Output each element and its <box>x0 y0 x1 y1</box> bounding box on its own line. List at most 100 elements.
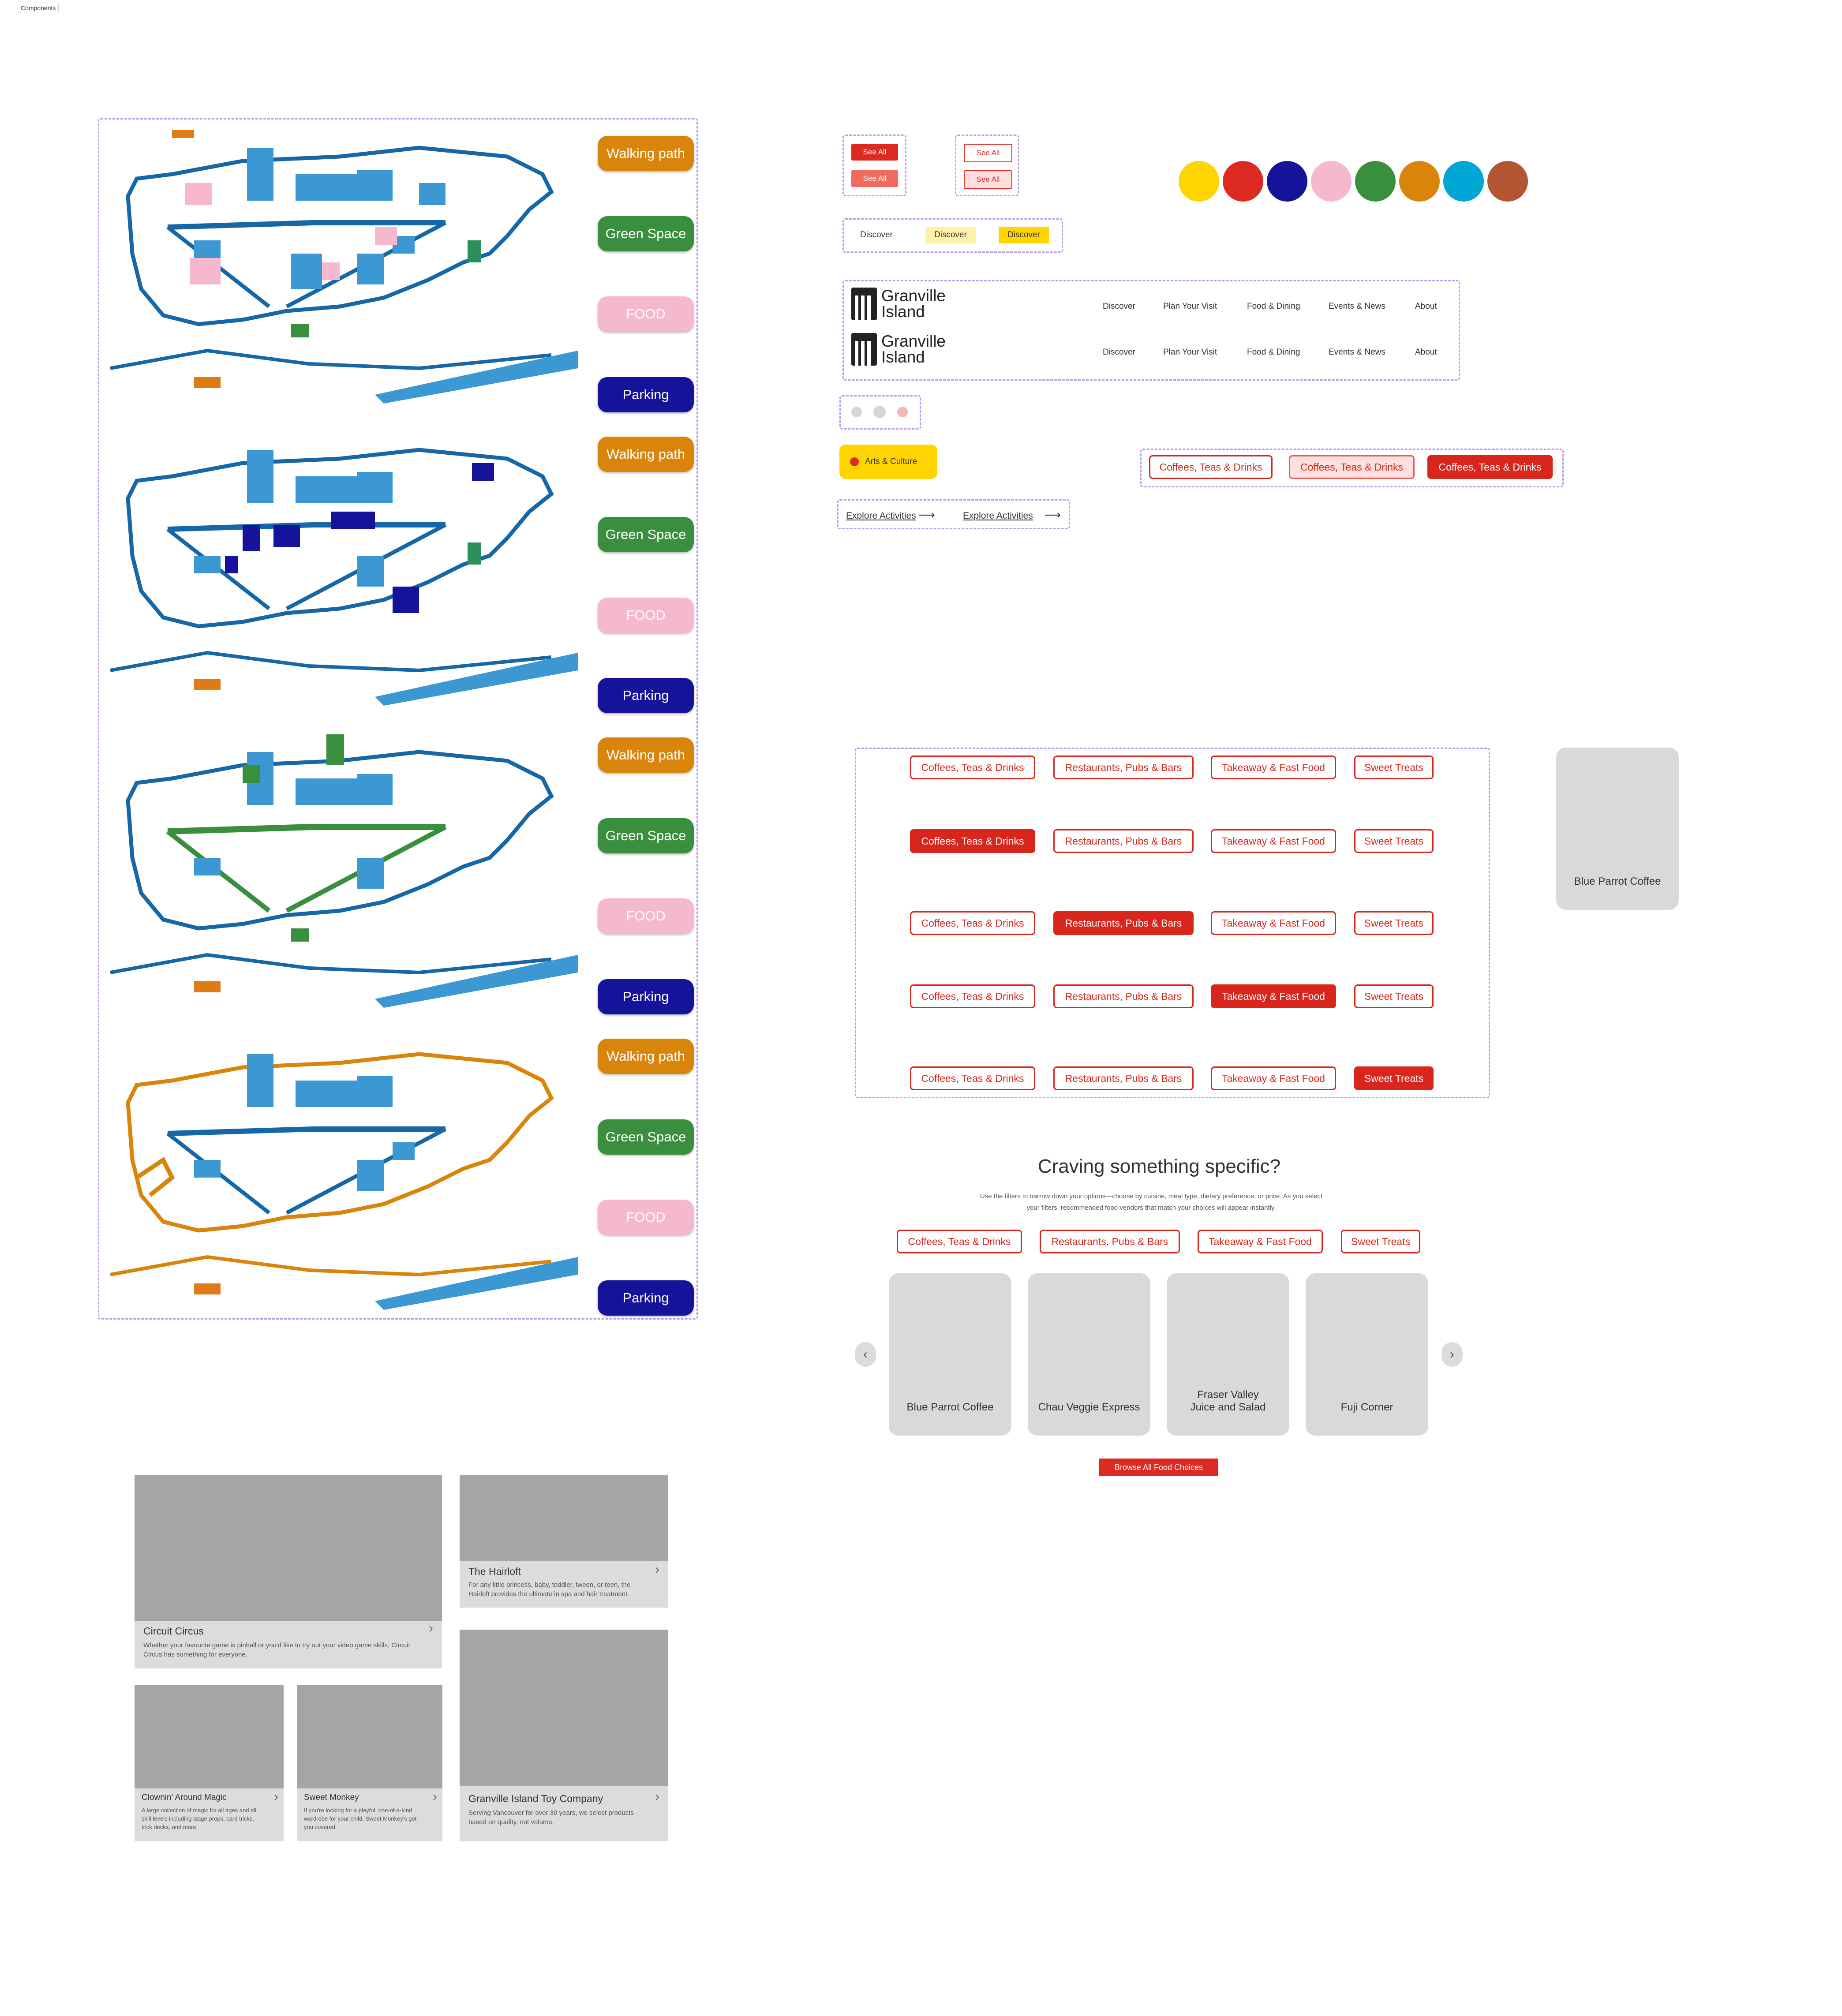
map-food-highlight[interactable] <box>110 121 582 408</box>
nav-plan-your-visit[interactable]: Plan Your Visit <box>1163 348 1217 357</box>
filter-coffees[interactable]: Coffees, Teas & Drinks <box>897 1230 1022 1253</box>
pill-food[interactable]: FOOD <box>598 598 694 633</box>
filter-takeaway[interactable]: Takeaway & Fast Food <box>1211 756 1336 779</box>
tile-image <box>460 1630 668 1786</box>
discover-link-active[interactable]: Discover <box>999 227 1049 243</box>
filter-coffees[interactable]: Coffees, Teas & Drinks <box>910 829 1035 853</box>
see-all-button-hover[interactable]: See All <box>851 170 898 187</box>
vendor-card[interactable]: Blue Parrot Coffee <box>889 1273 1011 1436</box>
tile-description: Serving Vancouver for over 30 years, we … <box>468 1809 634 1826</box>
filter-sweet-treats[interactable]: Sweet Treats <box>1341 1230 1420 1253</box>
pill-green-space[interactable]: Green Space <box>598 818 694 853</box>
see-all-button[interactable]: See All <box>851 144 898 161</box>
filter-chip-hover[interactable]: Coffees, Teas & Drinks <box>1289 455 1415 479</box>
activity-tile[interactable]: Circuit Circus Whether your favourite ga… <box>135 1475 442 1668</box>
filter-sweet-treats[interactable]: Sweet Treats <box>1354 911 1434 935</box>
pill-walking-path[interactable]: Walking path <box>598 437 694 472</box>
pill-green-space[interactable]: Green Space <box>598 1119 694 1155</box>
dot[interactable] <box>851 407 862 417</box>
pill-walking-path[interactable]: Walking path <box>598 136 694 171</box>
nav-events-news[interactable]: Events & News <box>1329 348 1385 357</box>
dot-active[interactable] <box>897 407 908 417</box>
explore-activities-link-hover[interactable]: Explore Activities ⟶ <box>963 508 1061 521</box>
filter-sweet-treats[interactable]: Sweet Treats <box>1354 1066 1434 1090</box>
filter-sweet-treats[interactable]: Sweet Treats <box>1354 756 1434 779</box>
chevron-right-icon: › <box>433 1789 437 1804</box>
see-all-button-outline-hover[interactable]: See All <box>964 170 1012 189</box>
section-title: Craving something specific? <box>1037 1156 1281 1177</box>
browse-all-food-button[interactable]: Browse All Food Choices <box>1099 1459 1218 1476</box>
pill-walking-path[interactable]: Walking path <box>598 737 694 773</box>
tile-image <box>297 1685 442 1788</box>
pill-green-space[interactable]: Green Space <box>598 517 694 552</box>
activity-tile[interactable]: Granville Island Toy Company Serving Van… <box>460 1630 668 1841</box>
activity-tile[interactable]: The Hairloft For any little princess, ba… <box>460 1475 668 1608</box>
color-swatch-pink <box>1311 161 1352 202</box>
vendor-card[interactable]: Fuji Corner <box>1306 1273 1428 1436</box>
explore-activities-link[interactable]: Explore Activities ⟶ <box>846 508 935 521</box>
nav-about[interactable]: About <box>1415 348 1437 357</box>
pill-walking-path[interactable]: Walking path <box>598 1039 694 1074</box>
pill-parking[interactable]: Parking <box>598 1280 694 1316</box>
chevron-right-icon: › <box>655 1789 659 1804</box>
vendor-card[interactable]: Blue Parrot Coffee <box>1556 748 1679 910</box>
nav-about[interactable]: About <box>1415 302 1437 311</box>
filter-coffees[interactable]: Coffees, Teas & Drinks <box>910 1066 1035 1090</box>
nav-discover[interactable]: Discover <box>1103 302 1135 311</box>
color-swatch-navy <box>1267 161 1307 202</box>
vendor-card[interactable]: Fraser Valley Juice and Salad <box>1167 1273 1289 1436</box>
filter-takeaway[interactable]: Takeaway & Fast Food <box>1211 829 1336 853</box>
filter-restaurants[interactable]: Restaurants, Pubs & Bars <box>1053 756 1194 779</box>
pill-parking[interactable]: Parking <box>598 678 694 713</box>
pill-parking[interactable]: Parking <box>598 377 694 412</box>
discover-link[interactable]: Discover <box>860 230 893 239</box>
nav-food-dining[interactable]: Food & Dining <box>1247 348 1300 357</box>
pill-food[interactable]: FOOD <box>598 1200 694 1235</box>
arts-culture-chip[interactable]: Arts & Culture <box>839 445 937 479</box>
filter-takeaway[interactable]: Takeaway & Fast Food <box>1198 1230 1323 1253</box>
filter-coffees[interactable]: Coffees, Teas & Drinks <box>910 984 1035 1008</box>
filter-coffees[interactable]: Coffees, Teas & Drinks <box>910 756 1035 779</box>
island-map <box>110 130 578 404</box>
map-walking-path-highlight[interactable] <box>110 1028 582 1314</box>
filter-sweet-treats[interactable]: Sweet Treats <box>1354 984 1434 1008</box>
logo-mark-icon <box>851 333 877 366</box>
pill-parking[interactable]: Parking <box>598 979 694 1014</box>
nav-discover[interactable]: Discover <box>1103 348 1135 357</box>
activity-tile[interactable]: Sweet Monkey If you're looking for a pla… <box>297 1685 442 1841</box>
map-green-space-highlight[interactable] <box>110 726 582 1012</box>
carousel-next-icon[interactable]: › <box>1441 1342 1463 1367</box>
filter-takeaway[interactable]: Takeaway & Fast Food <box>1211 911 1336 935</box>
filter-chip-selected[interactable]: Coffees, Teas & Drinks <box>1427 455 1553 479</box>
filter-restaurants[interactable]: Restaurants, Pubs & Bars <box>1053 829 1194 853</box>
filter-restaurants[interactable]: Restaurants, Pubs & Bars <box>1053 984 1194 1008</box>
pill-food[interactable]: FOOD <box>598 296 694 332</box>
logo-line1: Granville <box>881 332 946 350</box>
pill-food[interactable]: FOOD <box>598 898 694 934</box>
filter-coffees[interactable]: Coffees, Teas & Drinks <box>910 911 1035 935</box>
pagination-dots <box>839 395 921 430</box>
filter-takeaway[interactable]: Takeaway & Fast Food <box>1211 984 1336 1008</box>
nav-plan-your-visit[interactable]: Plan Your Visit <box>1163 302 1217 311</box>
carousel-prev-icon[interactable]: ‹ <box>855 1342 876 1367</box>
activity-tile[interactable]: Clownin' Around Magic A large collection… <box>135 1685 284 1841</box>
filter-restaurants[interactable]: Restaurants, Pubs & Bars <box>1053 911 1194 935</box>
tile-image <box>460 1475 668 1561</box>
filter-chip-default[interactable]: Coffees, Teas & Drinks <box>1149 455 1273 479</box>
map-parking-highlight[interactable] <box>110 423 582 710</box>
discover-link-hover[interactable]: Discover <box>925 227 976 243</box>
filter-sweet-treats[interactable]: Sweet Treats <box>1354 829 1434 853</box>
filter-restaurants[interactable]: Restaurants, Pubs & Bars <box>1040 1230 1180 1253</box>
nav-food-dining[interactable]: Food & Dining <box>1247 302 1300 311</box>
filter-restaurants[interactable]: Restaurants, Pubs & Bars <box>1053 1066 1194 1090</box>
pill-green-space[interactable]: Green Space <box>598 216 694 251</box>
vendor-card[interactable]: Chau Veggie Express <box>1028 1273 1150 1436</box>
filter-takeaway[interactable]: Takeaway & Fast Food <box>1211 1066 1336 1090</box>
see-all-outline-variants <box>955 135 1019 196</box>
tile-image <box>135 1475 442 1621</box>
dot-hover[interactable] <box>873 406 886 418</box>
see-all-button-outline[interactable]: See All <box>964 144 1012 162</box>
nav-events-news[interactable]: Events & News <box>1329 302 1385 311</box>
